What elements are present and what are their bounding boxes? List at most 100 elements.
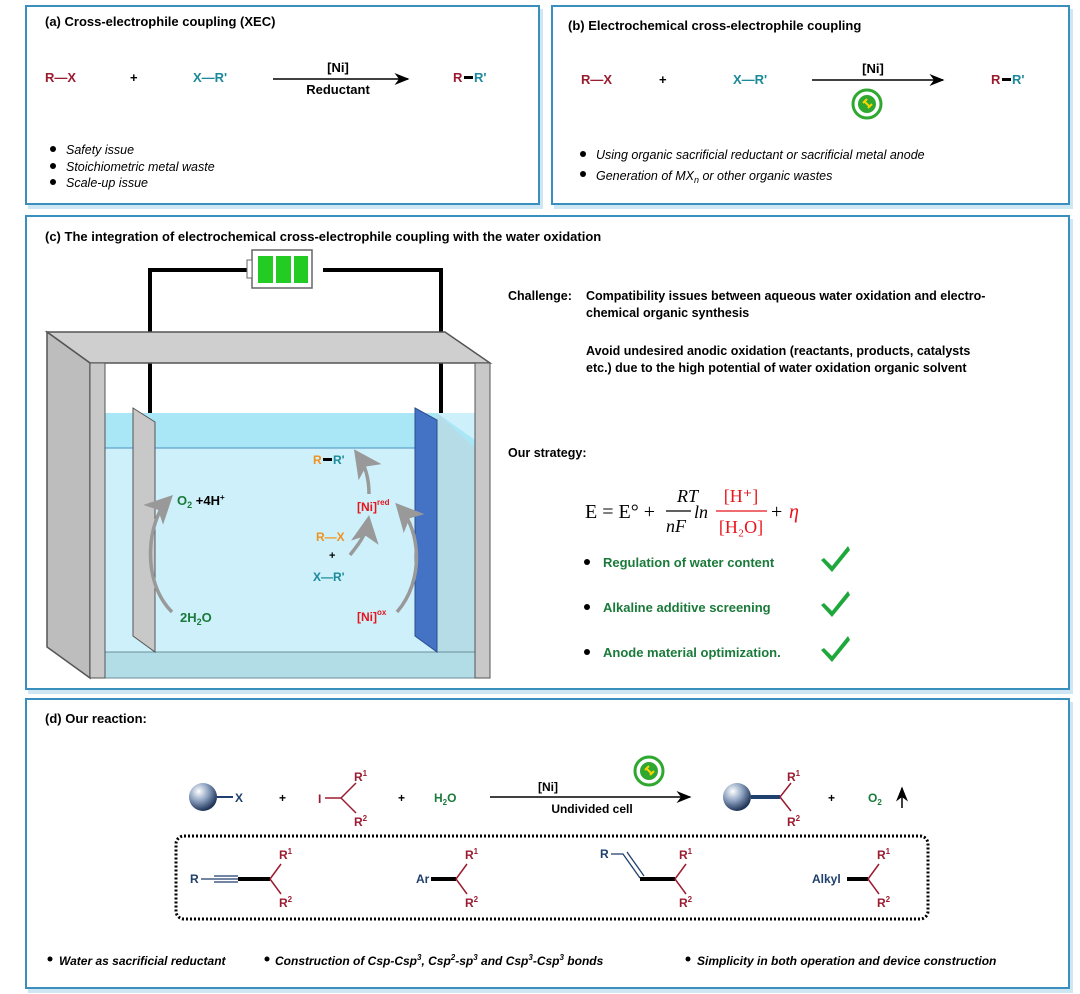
d-bullet-1: Water as sacrificial reductant <box>59 954 227 968</box>
a-bullet-3: Scale-up issue <box>66 176 148 190</box>
substrate-sphere <box>189 783 217 811</box>
scope-alkyne-r: R <box>190 872 199 886</box>
b-plus: + <box>659 72 667 87</box>
electricity-plug-icon <box>851 88 883 120</box>
check-icon <box>821 546 850 572</box>
electricity-plug-icon <box>633 755 665 787</box>
bullet <box>580 171 586 177</box>
bullet <box>580 151 586 157</box>
cathode-electrode <box>414 407 438 653</box>
scope-alkyl: Alkyl <box>812 872 841 886</box>
substrate-scope: R Ar R Alkyl R1 R2 R1 R2 R1 R2 R1 R2 <box>190 847 891 910</box>
eq-lhs: E = E° + <box>585 501 655 523</box>
bullet <box>584 559 590 565</box>
d-bullet-2: Construction of Csp-Csp3, Csp2-sp3 and C… <box>275 953 604 968</box>
battery-icon <box>246 249 313 289</box>
strategy-3: Anode material optimization. <box>603 645 781 660</box>
water: H2O <box>434 791 456 807</box>
scope-r2: R2 <box>279 895 293 910</box>
substrate-scope-box <box>174 834 930 921</box>
a-product-r: R <box>453 70 463 85</box>
plus: + <box>828 791 835 805</box>
bullet <box>685 956 691 962</box>
eq-ln: ln <box>694 502 708 522</box>
scope-aryl: Ar <box>416 872 430 886</box>
wire-left <box>148 268 252 425</box>
panel-d-title: (d) Our reaction: <box>45 711 147 726</box>
d-catalyst: [Ni] <box>538 780 558 794</box>
panel-d <box>25 698 1070 989</box>
reductive-elimination-arrow <box>353 449 382 495</box>
bullet <box>47 956 53 962</box>
a-bullet-2: Stoichiometric metal waste <box>66 160 215 174</box>
strategy-1: Regulation of water content <box>603 555 775 570</box>
eq-plus: + <box>771 501 782 523</box>
oxygen: O2 <box>868 791 882 807</box>
avoid-line-2: etc.) due to the high potential of water… <box>586 361 967 375</box>
bullet <box>264 956 270 962</box>
a-plus: + <box>130 70 138 85</box>
panel-c-title: (c) The integration of electrochemical c… <box>45 229 601 244</box>
b-product-r: R <box>991 72 1001 87</box>
anode-electrode <box>132 407 156 653</box>
b-catalyst: [Ni] <box>862 61 884 76</box>
d-bullet-3: Simplicity in both operation and device … <box>697 954 996 968</box>
eq-den: nF <box>666 516 687 536</box>
product-sphere <box>723 783 751 811</box>
eq-frac-den: [H₂O] <box>719 517 763 537</box>
challenge-label: Challenge: <box>508 289 572 303</box>
bullet <box>584 649 590 655</box>
panel-b-title: (b) Electrochemical cross-electrophile c… <box>568 18 861 33</box>
scope-alkene-r: R <box>600 847 609 861</box>
check-icon <box>821 636 850 662</box>
product-r2: R2 <box>787 814 801 829</box>
halide-x: X <box>235 791 243 805</box>
reaction-scheme: X + I R1 R2 + H2O [Ni] Undivided cell R1… <box>189 755 908 829</box>
o2-product: O2 +4H+ <box>177 493 225 510</box>
ni-ox: [Ni]ox <box>357 608 387 624</box>
b-bullet-1: Using organic sacrificial reductant or s… <box>596 148 925 162</box>
ni-red: [Ni]red <box>357 498 390 514</box>
d-condition: Undivided cell <box>551 802 632 816</box>
b-product-r2: R' <box>1012 72 1024 87</box>
cell-plus: + <box>329 550 335 562</box>
plus: + <box>279 791 286 805</box>
a-product-r2: R' <box>474 70 486 85</box>
cell-product-r2: R' <box>333 453 345 467</box>
water-reactant: 2H2O <box>180 610 212 627</box>
r2-label: R2 <box>354 814 368 829</box>
cell-xr: X—R' <box>313 570 345 584</box>
cell-rx: R—X <box>316 530 345 544</box>
challenge-line-2: chemical organic synthesis <box>586 306 749 320</box>
product-r1: R1 <box>787 769 801 784</box>
a-catalyst: [Ni] <box>327 60 349 75</box>
r1-label: R1 <box>354 769 368 784</box>
eq-frac-num: [H⁺] <box>724 486 759 506</box>
panel-a <box>25 5 540 205</box>
scope-r1: R1 <box>279 847 293 862</box>
reduction-arrow <box>395 502 425 614</box>
b-reactant-rx: R—X <box>581 72 612 87</box>
plus: + <box>398 791 405 805</box>
strategy-2: Alkaline additive screening <box>603 600 771 615</box>
cell-product-bond <box>323 458 332 461</box>
a-reactant-xr: X—R' <box>193 70 227 85</box>
a-product-bond <box>464 76 473 79</box>
bullet <box>50 146 56 152</box>
nernst-equation: E = E° + RT nF ln [H⁺] [H₂O] + η <box>585 486 799 537</box>
scope-r2: R2 <box>465 895 479 910</box>
scope-r2: R2 <box>679 895 693 910</box>
wire-right <box>323 268 443 425</box>
b-reactant-xr: X—R' <box>733 72 767 87</box>
strategy-label: Our strategy: <box>508 446 587 460</box>
scope-r1: R1 <box>877 847 891 862</box>
cell-product-r: R <box>313 453 322 467</box>
eq-num: RT <box>676 486 700 506</box>
scope-r2: R2 <box>877 895 891 910</box>
electrochemical-cell: O2 +4H+ 2H2O [Ni]red [Ni]ox R R' R—X + X… <box>44 249 493 680</box>
b-product-bond <box>1002 78 1011 81</box>
panel-a-title: (a) Cross-electrophile coupling (XEC) <box>45 14 275 29</box>
eq-eta: η <box>789 501 799 523</box>
b-bullet-2: Generation of MXn or other organic waste… <box>596 169 832 185</box>
